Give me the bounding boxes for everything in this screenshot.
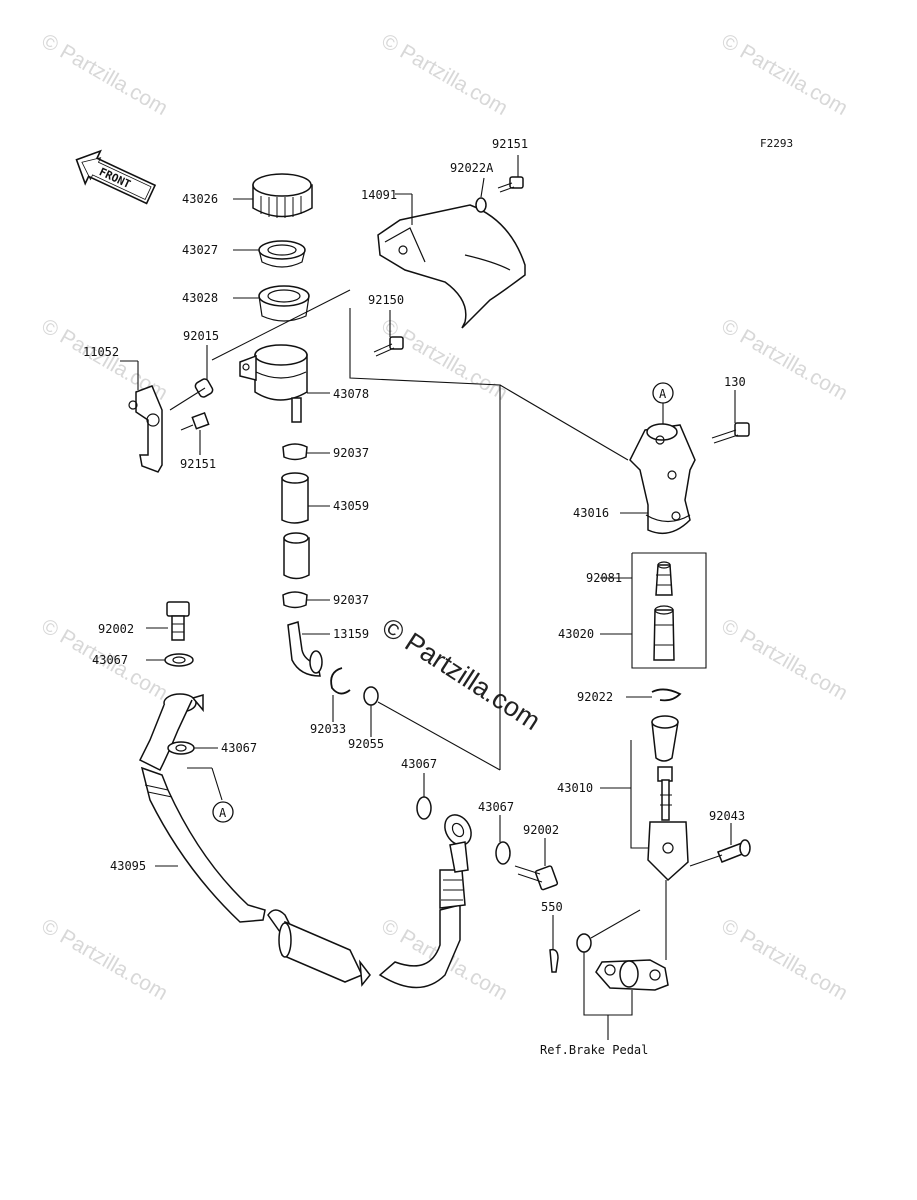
washer [167, 741, 195, 755]
part-label-11052: 11052 [83, 345, 119, 359]
hose-clip [282, 443, 308, 461]
part-label-92037: 92037 [333, 446, 369, 460]
part-label-92022a: 92022A [450, 161, 494, 175]
watermark: © Partzilla.com [718, 914, 852, 1005]
hose-clip [282, 591, 308, 609]
group-bracket [631, 552, 707, 669]
marker-a: A [212, 801, 234, 823]
part-label-92002: 92002 [523, 823, 559, 837]
watermark: © Partzilla.com [38, 29, 172, 120]
banjo-bolt [514, 865, 559, 891]
part-label-14091: 14091 [361, 188, 397, 202]
washer [495, 841, 511, 865]
banjo-fitting [444, 814, 472, 873]
bolt [497, 176, 524, 193]
brake-hose [140, 766, 466, 989]
circlip [330, 667, 351, 695]
figure-code: F2293 [760, 137, 793, 150]
part-label-92033: 92033 [310, 722, 346, 736]
watermark: © Partzilla.com [38, 914, 172, 1005]
clevis-pin [717, 839, 751, 863]
washer [164, 653, 194, 667]
svg-text:A: A [659, 387, 667, 401]
part-label-92037: 92037 [333, 593, 369, 607]
part-label-43027: 43027 [182, 243, 218, 257]
hose-elbow [287, 621, 323, 677]
banjo-bolt [166, 601, 190, 641]
reservoir-hose [281, 472, 310, 580]
bolt [711, 422, 750, 444]
bracket [128, 385, 163, 473]
banjo-fitting [138, 693, 204, 772]
watermark: © Partzilla.com [378, 29, 512, 120]
part-label-43016: 43016 [573, 506, 609, 520]
part-label-92015: 92015 [183, 329, 219, 343]
part-label-43095: 43095 [110, 859, 146, 873]
bolt [373, 336, 404, 357]
cotter-pin [549, 948, 559, 973]
ref-brake-pedal-label: Ref.Brake Pedal [540, 1043, 648, 1057]
part-label-43067: 43067 [92, 653, 128, 667]
part-label-92002: 92002 [98, 622, 134, 636]
svg-text:A: A [219, 806, 227, 820]
push-rod [647, 715, 689, 882]
part-label-92150: 92150 [368, 293, 404, 307]
part-label-92043: 92043 [709, 809, 745, 823]
watermark: © Partzilla.com [378, 314, 512, 405]
part-label-92055: 92055 [348, 737, 384, 751]
reservoir-cap [252, 173, 313, 218]
part-label-92081: 92081 [586, 571, 622, 585]
part-label-43067: 43067 [478, 800, 514, 814]
leader-lines [120, 155, 736, 950]
spring [655, 561, 673, 596]
part-label-43028: 43028 [182, 291, 218, 305]
washer [475, 197, 487, 213]
part-label-43020: 43020 [558, 627, 594, 641]
watermark: © Partzilla.com [718, 614, 852, 705]
part-labels: 92151 92022A 14091 43026 43027 43028 921… [83, 137, 746, 1057]
reservoir-plate [258, 240, 306, 268]
part-label-92151: 92151 [180, 457, 216, 471]
marker-a: A [652, 382, 674, 404]
part-label-43067: 43067 [401, 757, 437, 771]
part-label-92022: 92022 [577, 690, 613, 704]
watermark: © Partzilla.com [718, 29, 852, 120]
o-ring [363, 686, 379, 706]
part-label-43067: 43067 [221, 741, 257, 755]
washer [576, 933, 592, 953]
reservoir-body [239, 344, 308, 423]
brake-pedal-ref [595, 959, 669, 991]
part-label-92151: 92151 [492, 137, 528, 151]
part-label-130: 130 [724, 375, 746, 389]
piston [653, 605, 675, 661]
part-label-43026: 43026 [182, 192, 218, 206]
master-cylinder-body [629, 423, 696, 535]
reservoir-diaphragm [258, 285, 310, 322]
part-label-13159: 13159 [333, 627, 369, 641]
bolt [180, 412, 210, 431]
watermark-center: © Partzilla.com [377, 612, 546, 736]
circlip [651, 688, 682, 702]
watermark: © Partzilla.com [718, 314, 852, 405]
part-label-550: 550 [541, 900, 563, 914]
part-label-43010: 43010 [557, 781, 593, 795]
washer [416, 796, 432, 820]
part-label-43059: 43059 [333, 499, 369, 513]
reservoir-cover [377, 204, 526, 329]
part-label-43078: 43078 [333, 387, 369, 401]
front-arrow: FRONT [75, 149, 157, 205]
